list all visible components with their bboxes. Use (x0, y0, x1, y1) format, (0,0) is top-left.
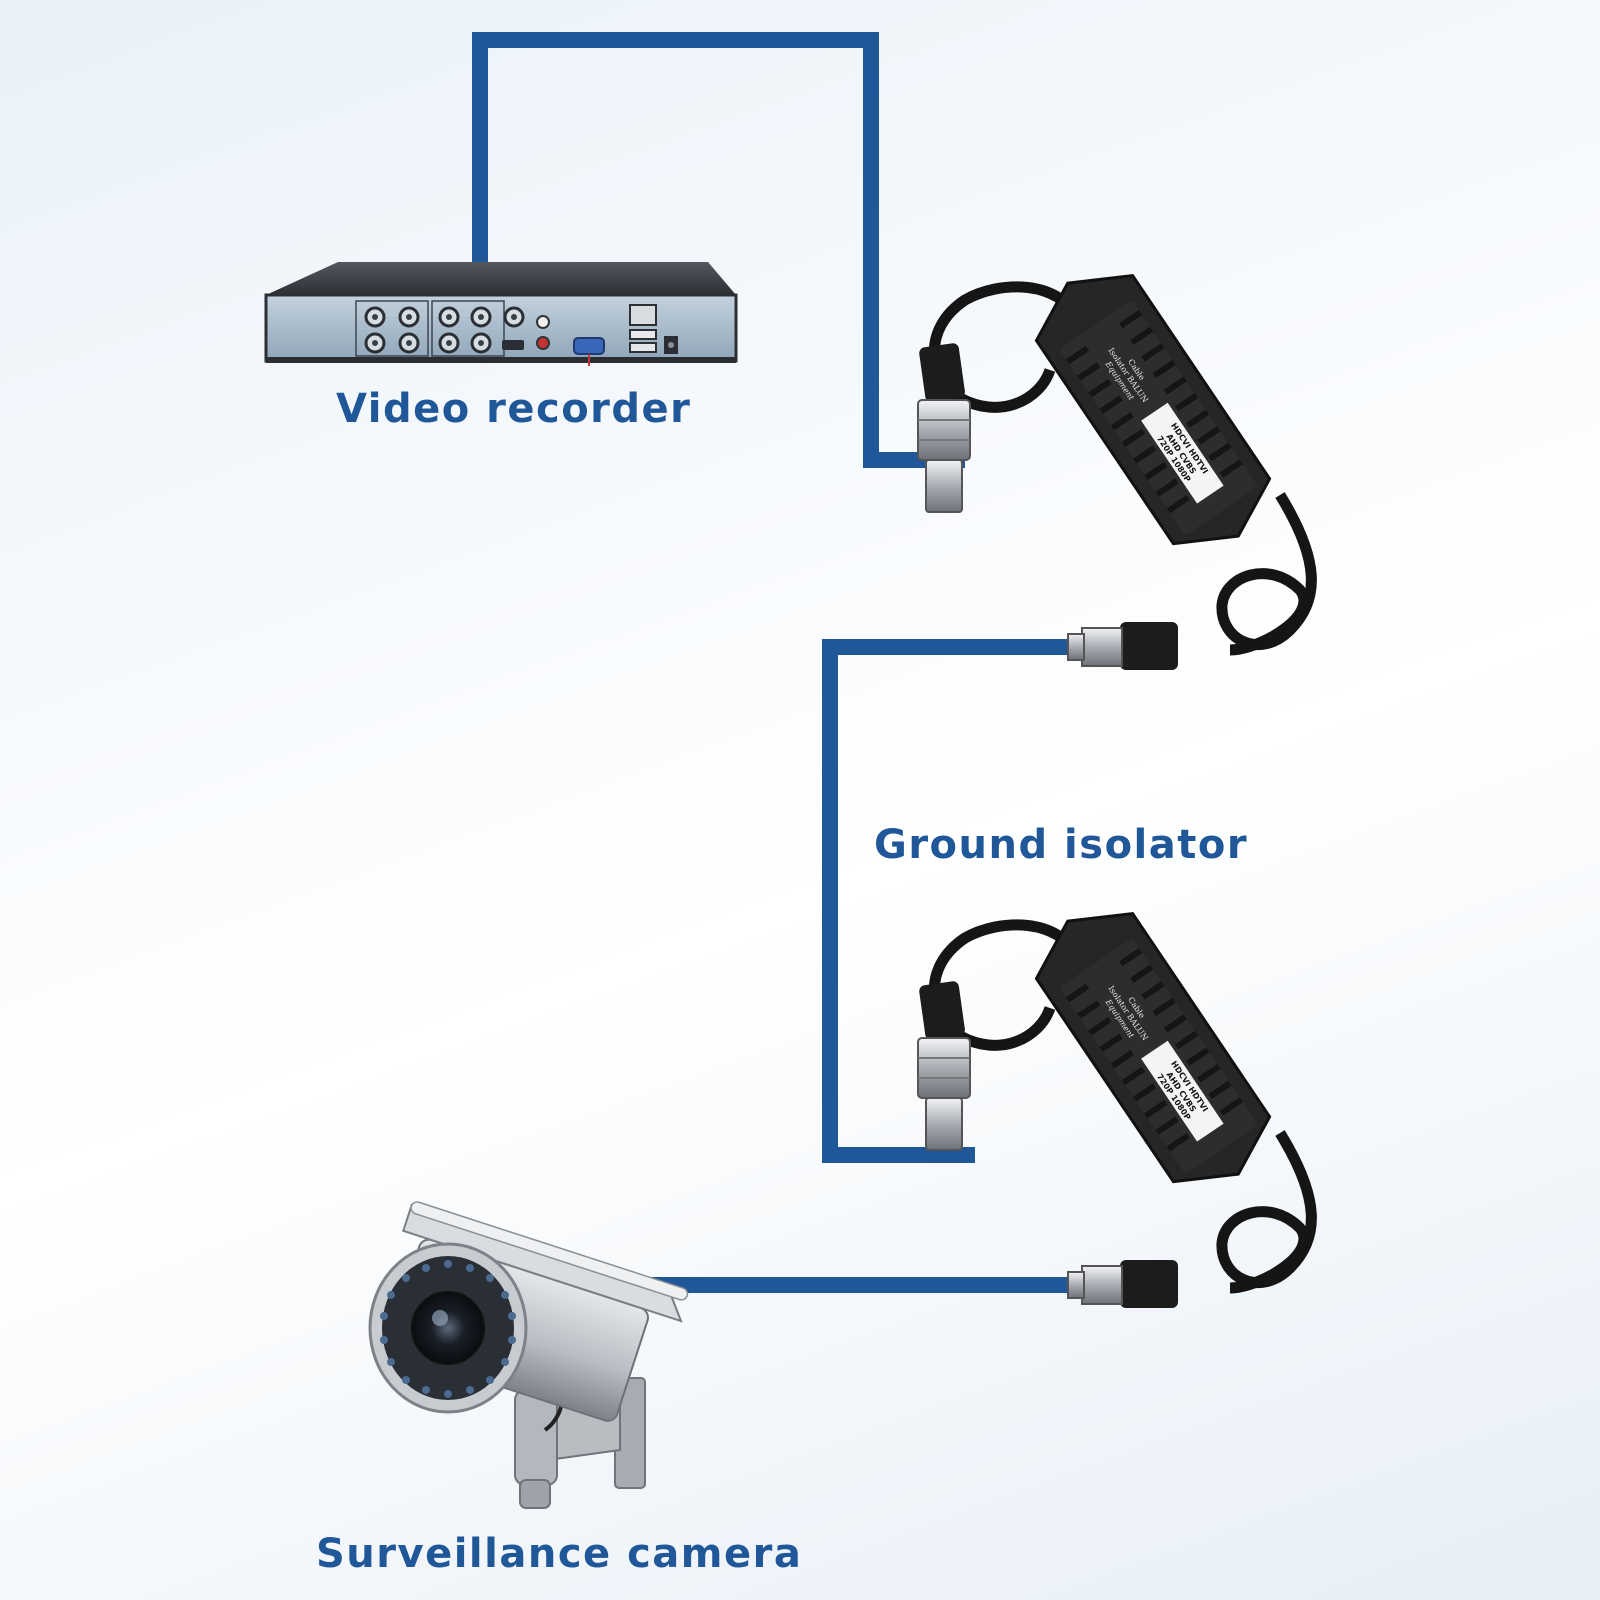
label-ground-isolator: Ground isolator (874, 822, 1249, 868)
cables (472, 32, 1082, 1293)
label-video-recorder: Video recorder (336, 386, 692, 432)
cable-recorder-to-isolator-top (472, 32, 965, 468)
ground-isolator-icon: HDCVI HDTVI AHD CVBS 720P 1080P Cable Is… (917, 274, 1317, 670)
cable-isolator-top-to-isolator-bottom (822, 639, 1082, 1163)
video-recorder-icon (264, 262, 738, 366)
label-surveillance-camera: Surveillance camera (316, 1531, 803, 1577)
ground-isolator-icon: HDCVI HDTVI AHD CVBS 720P 1080P Cable Is… (917, 912, 1317, 1308)
surveillance-camera-icon (368, 1201, 689, 1509)
